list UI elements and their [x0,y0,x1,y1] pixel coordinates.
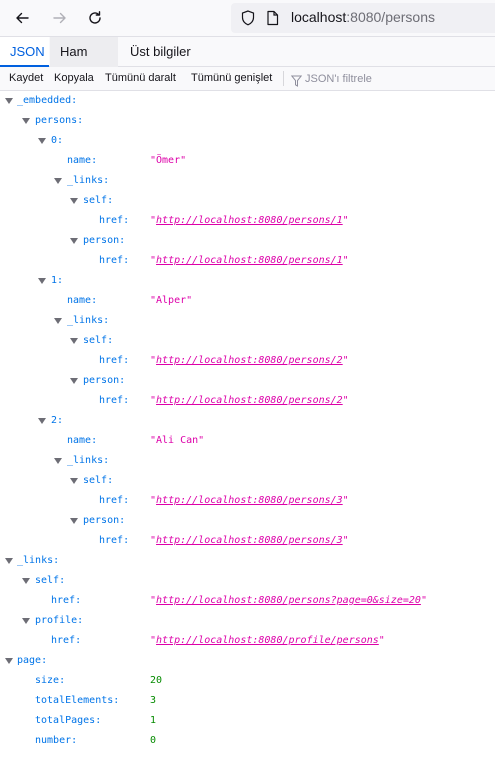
tree-row-total-elements: totalElements: 3 [0,691,495,711]
arrow-left-icon[interactable] [10,6,34,30]
tree-row-profile[interactable]: profile: [0,611,495,631]
json-toolbar: Kaydet Kopyala Tümünü daralt Tümünü geni… [0,67,495,91]
expand-triangle-icon[interactable] [5,98,13,104]
expand-triangle-icon[interactable] [54,458,62,464]
tree-row-person-index[interactable]: 2: [0,411,495,431]
tree-row-links[interactable]: _links: [0,451,495,471]
expand-triangle-icon[interactable] [54,178,62,184]
name-value: "Ömer" [150,155,187,166]
tree-row-name: name: "Ömer" [0,151,495,171]
expand-triangle-icon[interactable] [70,238,78,244]
tree-row-links[interactable]: _links: [0,171,495,191]
tree-row-person[interactable]: person: [0,231,495,251]
expand-triangle-icon[interactable] [70,378,78,384]
href-link[interactable]: http://localhost:8080/persons/1 [156,215,343,226]
url-bar[interactable]: localhost:8080/persons [231,3,495,33]
tree-row-href: href: "http://localhost:8080/persons/1" [99,215,349,226]
expand-triangle-icon[interactable] [22,618,30,624]
href-link[interactable]: http://localhost:8080/persons/3 [156,495,343,506]
tree-row-href: href: "http://localhost:8080/persons/1" [99,255,349,266]
tab-headers[interactable]: Üst bilgiler [130,44,191,59]
filter-json-input[interactable] [305,69,485,88]
total-elements-value: 3 [150,695,157,706]
expand-triangle-icon[interactable] [70,198,78,204]
tree-row-name: name: "Ali Can" [0,431,495,451]
total-pages-value: 1 [150,715,157,726]
tab-json[interactable]: JSON [0,37,49,67]
expand-triangle-icon[interactable] [22,118,30,124]
tree-row-person-index[interactable]: 0: [0,131,495,151]
expand-triangle-icon[interactable] [5,658,13,664]
tree-row-persons[interactable]: persons: [0,111,495,131]
href-link[interactable]: http://localhost:8080/persons/2 [156,395,343,406]
shield-icon[interactable] [241,10,255,30]
href-link[interactable]: http://localhost:8080/persons/1 [156,255,343,266]
url-text[interactable]: localhost:8080/persons [291,9,435,25]
copy-button[interactable]: Kopyala [54,72,94,84]
size-value: 20 [150,675,163,686]
expand-triangle-icon[interactable] [54,318,62,324]
tree-row-number: number: 0 [0,731,495,751]
save-button[interactable]: Kaydet [9,72,44,84]
tab-raw-data[interactable]: Ham veri [50,37,118,88]
tree-row-href: href: "http://localhost:8080/profile/per… [51,635,385,646]
href-link[interactable]: http://localhost:8080/persons?page=0&siz… [156,595,421,606]
collapse-all-button[interactable]: Tümünü daralt [105,72,176,84]
tree-row-person[interactable]: person: [0,371,495,391]
tree-row-self[interactable]: self: [0,331,495,351]
page-icon[interactable] [266,10,279,30]
tree-row-person[interactable]: person: [0,511,495,531]
viewer-tabs: JSON Ham veri Üst bilgiler [0,36,495,88]
expand-triangle-icon[interactable] [38,418,46,424]
tree-row-href: href: "http://localhost:8080/persons/2" [99,355,349,366]
href-link[interactable]: http://localhost:8080/persons/3 [156,535,343,546]
tree-row-href: href: "http://localhost:8080/persons?pag… [51,595,427,606]
expand-triangle-icon[interactable] [70,338,78,344]
expand-all-button[interactable]: Tümünü genişlet [191,72,273,84]
toolbar-divider [283,71,284,86]
tree-row-links[interactable]: _links: [0,311,495,331]
tree-row-href: href: "http://localhost:8080/persons/3" [99,535,349,546]
name-value: "Alper" [150,295,193,306]
reload-icon[interactable] [83,6,107,30]
expand-triangle-icon[interactable] [5,558,13,564]
tree-row-self[interactable]: self: [0,571,495,591]
arrow-right-icon[interactable] [48,6,72,30]
tree-row-self[interactable]: self: [0,471,495,491]
tree-row-total-pages: totalPages: 1 [0,711,495,731]
browser-toolbar: localhost:8080/persons [0,0,495,36]
href-link[interactable]: http://localhost:8080/persons/2 [156,355,343,366]
tree-row-embedded[interactable]: _embedded: [0,91,495,111]
expand-triangle-icon[interactable] [38,138,46,144]
number-value: 0 [150,735,157,746]
expand-triangle-icon[interactable] [38,278,46,284]
filter-icon [290,72,303,91]
tree-row-page[interactable]: page: [0,651,495,671]
tree-row-href: href: "http://localhost:8080/persons/2" [99,395,349,406]
href-link[interactable]: http://localhost:8080/profile/persons [156,635,379,646]
tree-row-href: href: "http://localhost:8080/persons/3" [99,495,349,506]
expand-triangle-icon[interactable] [70,478,78,484]
name-value: "Ali Can" [150,435,205,446]
tree-row-person-index[interactable]: 1: [0,271,495,291]
tree-row-links[interactable]: _links: [0,551,495,571]
tree-row-name: name: "Alper" [0,291,495,311]
expand-triangle-icon[interactable] [70,518,78,524]
tree-row-self[interactable]: self: [0,191,495,211]
tree-row-size: size: 20 [0,671,495,691]
expand-triangle-icon[interactable] [22,578,30,584]
